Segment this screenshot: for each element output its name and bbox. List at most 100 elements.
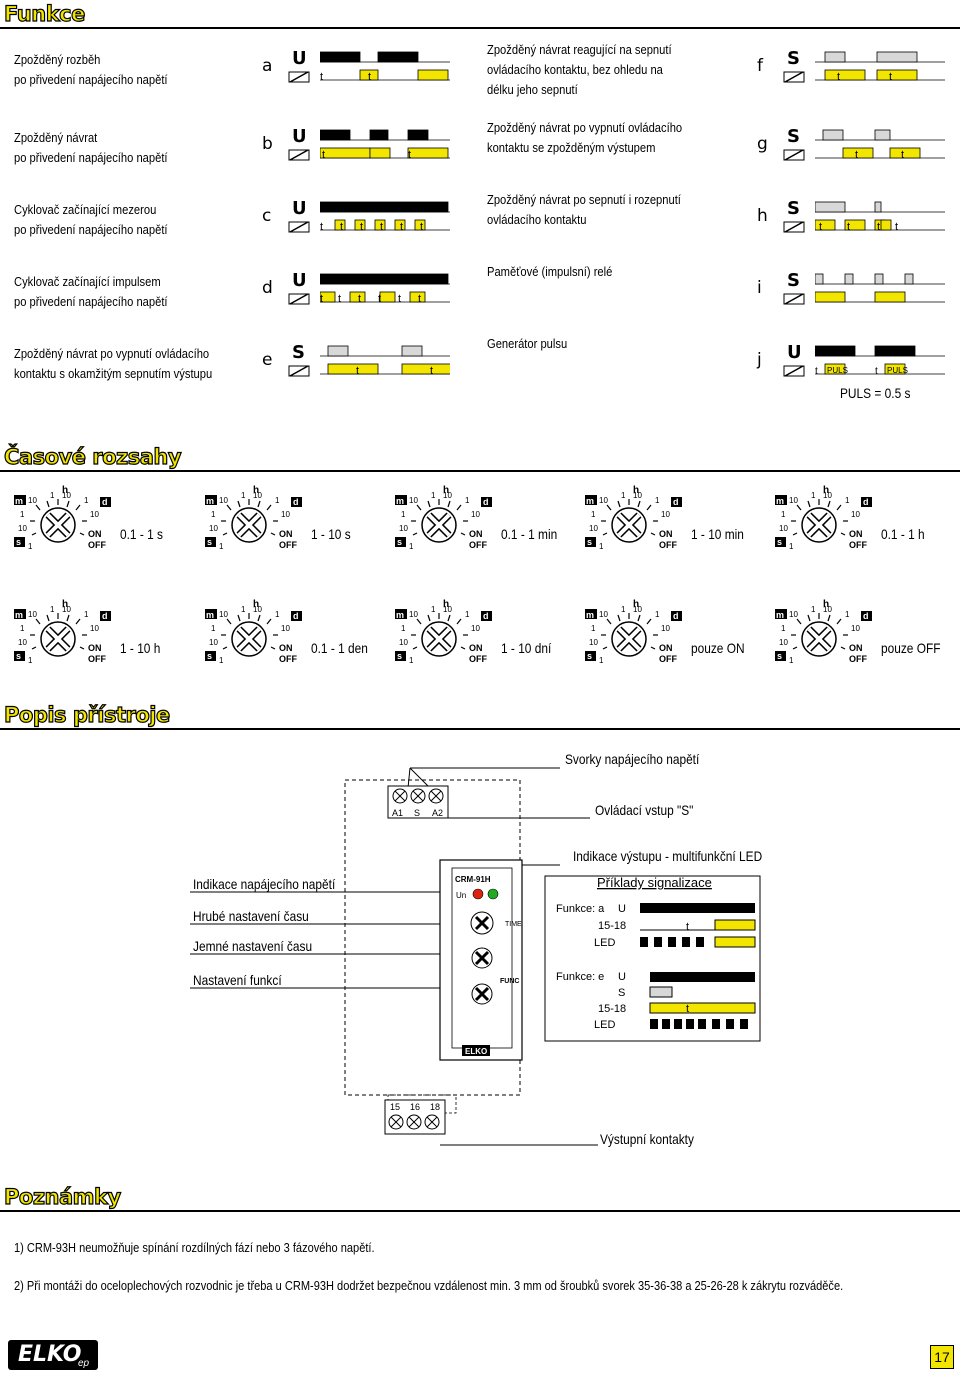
svg-text:d: d	[102, 611, 108, 621]
svg-text:10: 10	[599, 496, 608, 505]
svg-text:OFF: OFF	[659, 654, 677, 664]
svg-text:t: t	[819, 221, 822, 233]
label-nastaveni-funkci: Nastavení funkcí	[193, 972, 282, 988]
svg-text:18: 18	[430, 1102, 440, 1112]
function-desc: po přivedení napájecího napětí	[14, 294, 168, 309]
svg-text:t: t	[895, 221, 898, 233]
svg-text:h: h	[443, 485, 449, 496]
svg-text:OFF: OFF	[469, 654, 487, 664]
svg-text:10: 10	[18, 524, 27, 533]
section-divider	[0, 470, 960, 472]
svg-text:10: 10	[253, 491, 262, 500]
svg-text:m: m	[586, 496, 594, 506]
svg-text:15: 15	[390, 1102, 400, 1112]
svg-text:10: 10	[18, 638, 27, 647]
svg-text:d: d	[102, 497, 108, 507]
svg-text:1: 1	[621, 491, 626, 500]
svg-text:10: 10	[62, 605, 71, 614]
svg-text:ON: ON	[659, 643, 673, 653]
dial-knob-icon: h m d s 10 1 10 1 1 10 10 1 ON OFF	[14, 485, 111, 551]
svg-text:1: 1	[50, 491, 55, 500]
svg-text:ON: ON	[279, 529, 293, 539]
function-desc: Zpožděný návrat po vypnutí ovládacího	[487, 120, 683, 135]
function-desc: ovládacího kontaktu	[487, 212, 587, 227]
svg-text:ON: ON	[88, 529, 102, 539]
contact-icon	[783, 149, 805, 161]
svg-text:t: t	[320, 293, 323, 305]
dial-knob-icon: h m d s 10 1 10 1 1 10 10 1 ON OFF	[205, 599, 302, 665]
label-svorky: Svorky napájecího napětí	[565, 751, 700, 767]
brand-logo: ELKO ep	[8, 1340, 98, 1370]
svg-text:d: d	[483, 497, 489, 507]
svg-text:m: m	[776, 496, 784, 506]
function-letter: g	[757, 134, 768, 154]
time-range-label: 1 - 10 min	[691, 526, 744, 542]
svg-text:t: t	[686, 1003, 689, 1015]
contact-icon	[288, 365, 310, 377]
svg-text:OFF: OFF	[88, 654, 106, 664]
svg-text:1: 1	[789, 542, 794, 551]
svg-text:10: 10	[253, 605, 262, 614]
svg-text:t: t	[686, 921, 689, 933]
label-jemne: Jemné nastavení času	[193, 938, 313, 954]
function-letter: h	[757, 206, 768, 226]
svg-text:m: m	[776, 610, 784, 620]
svg-text:1: 1	[20, 624, 25, 633]
section-divider	[0, 27, 960, 29]
svg-text:1: 1	[219, 656, 224, 665]
svg-text:h: h	[823, 485, 829, 496]
timing-diagram	[815, 273, 945, 303]
svg-text:t: t	[889, 71, 892, 83]
svg-text:10: 10	[90, 624, 99, 633]
svg-text:m: m	[396, 610, 404, 620]
svg-text:t: t	[360, 221, 363, 233]
svg-text:t: t	[320, 221, 323, 233]
svg-text:10: 10	[661, 624, 670, 633]
svg-text:t: t	[875, 366, 878, 377]
dial-knob-icon: h m d s 10 1 10 1 1 10 10 1 ON OFF	[775, 485, 872, 551]
signal-symbol: S	[787, 48, 800, 69]
time-range-dial: h m d s 10 1 10 1 1 10 10 1 ON OFF	[205, 597, 310, 677]
dial-knob-icon: h m d s 10 1 10 1 1 10 10 1 ON OFF	[775, 599, 872, 665]
svg-text:1: 1	[84, 496, 89, 505]
function-letter: e	[262, 350, 273, 370]
svg-text:10: 10	[209, 524, 218, 533]
svg-text:t: t	[847, 221, 850, 233]
label-indikace-vystupu: Indikace výstupu - multifunkční LED	[573, 848, 763, 864]
svg-text:t: t	[901, 149, 904, 161]
svg-text:d: d	[293, 611, 299, 621]
section-divider	[0, 1210, 960, 1212]
label-hrube: Hrubé nastavení času	[193, 908, 309, 924]
contact-icon	[783, 365, 805, 377]
svg-text:10: 10	[823, 491, 832, 500]
svg-text:t: t	[380, 221, 383, 233]
time-range-label: 1 - 10 s	[311, 526, 351, 542]
svg-text:10: 10	[661, 510, 670, 519]
label-ovladaci-vstup: Ovládací vstup "S"	[595, 802, 694, 818]
function-desc: Generátor pulsu	[487, 336, 568, 351]
section-title-funkce: Funkce	[3, 1, 86, 26]
svg-text:1: 1	[431, 491, 436, 500]
function-desc: Zpožděný návrat po vypnutí ovládacího	[14, 346, 210, 361]
svg-text:t: t	[322, 149, 325, 161]
svg-text:1: 1	[781, 510, 786, 519]
function-desc: délku jeho sepnutí	[487, 82, 578, 97]
svg-text:1: 1	[409, 656, 414, 665]
svg-text:t: t	[358, 293, 361, 305]
function-letter: c	[262, 206, 272, 226]
svg-text:1: 1	[219, 542, 224, 551]
svg-text:t: t	[398, 293, 401, 305]
dial-knob-icon: h m d s 10 1 10 1 1 10 10 1 ON OFF	[585, 599, 682, 665]
svg-text:t: t	[320, 71, 323, 83]
device-diagram: A1 S A2 CRM-91H Un TIME FUNC ELKO 15 16 …	[190, 767, 761, 1146]
svg-text:Un: Un	[456, 891, 466, 900]
svg-text:15-18: 15-18	[598, 1003, 626, 1015]
svg-text:Funkce: e: Funkce: e	[556, 971, 604, 983]
svg-text:ELKO: ELKO	[465, 1047, 487, 1056]
svg-text:s: s	[16, 537, 21, 547]
svg-text:OFF: OFF	[469, 540, 487, 550]
svg-text:t: t	[368, 71, 371, 83]
svg-text:t: t	[815, 366, 818, 377]
